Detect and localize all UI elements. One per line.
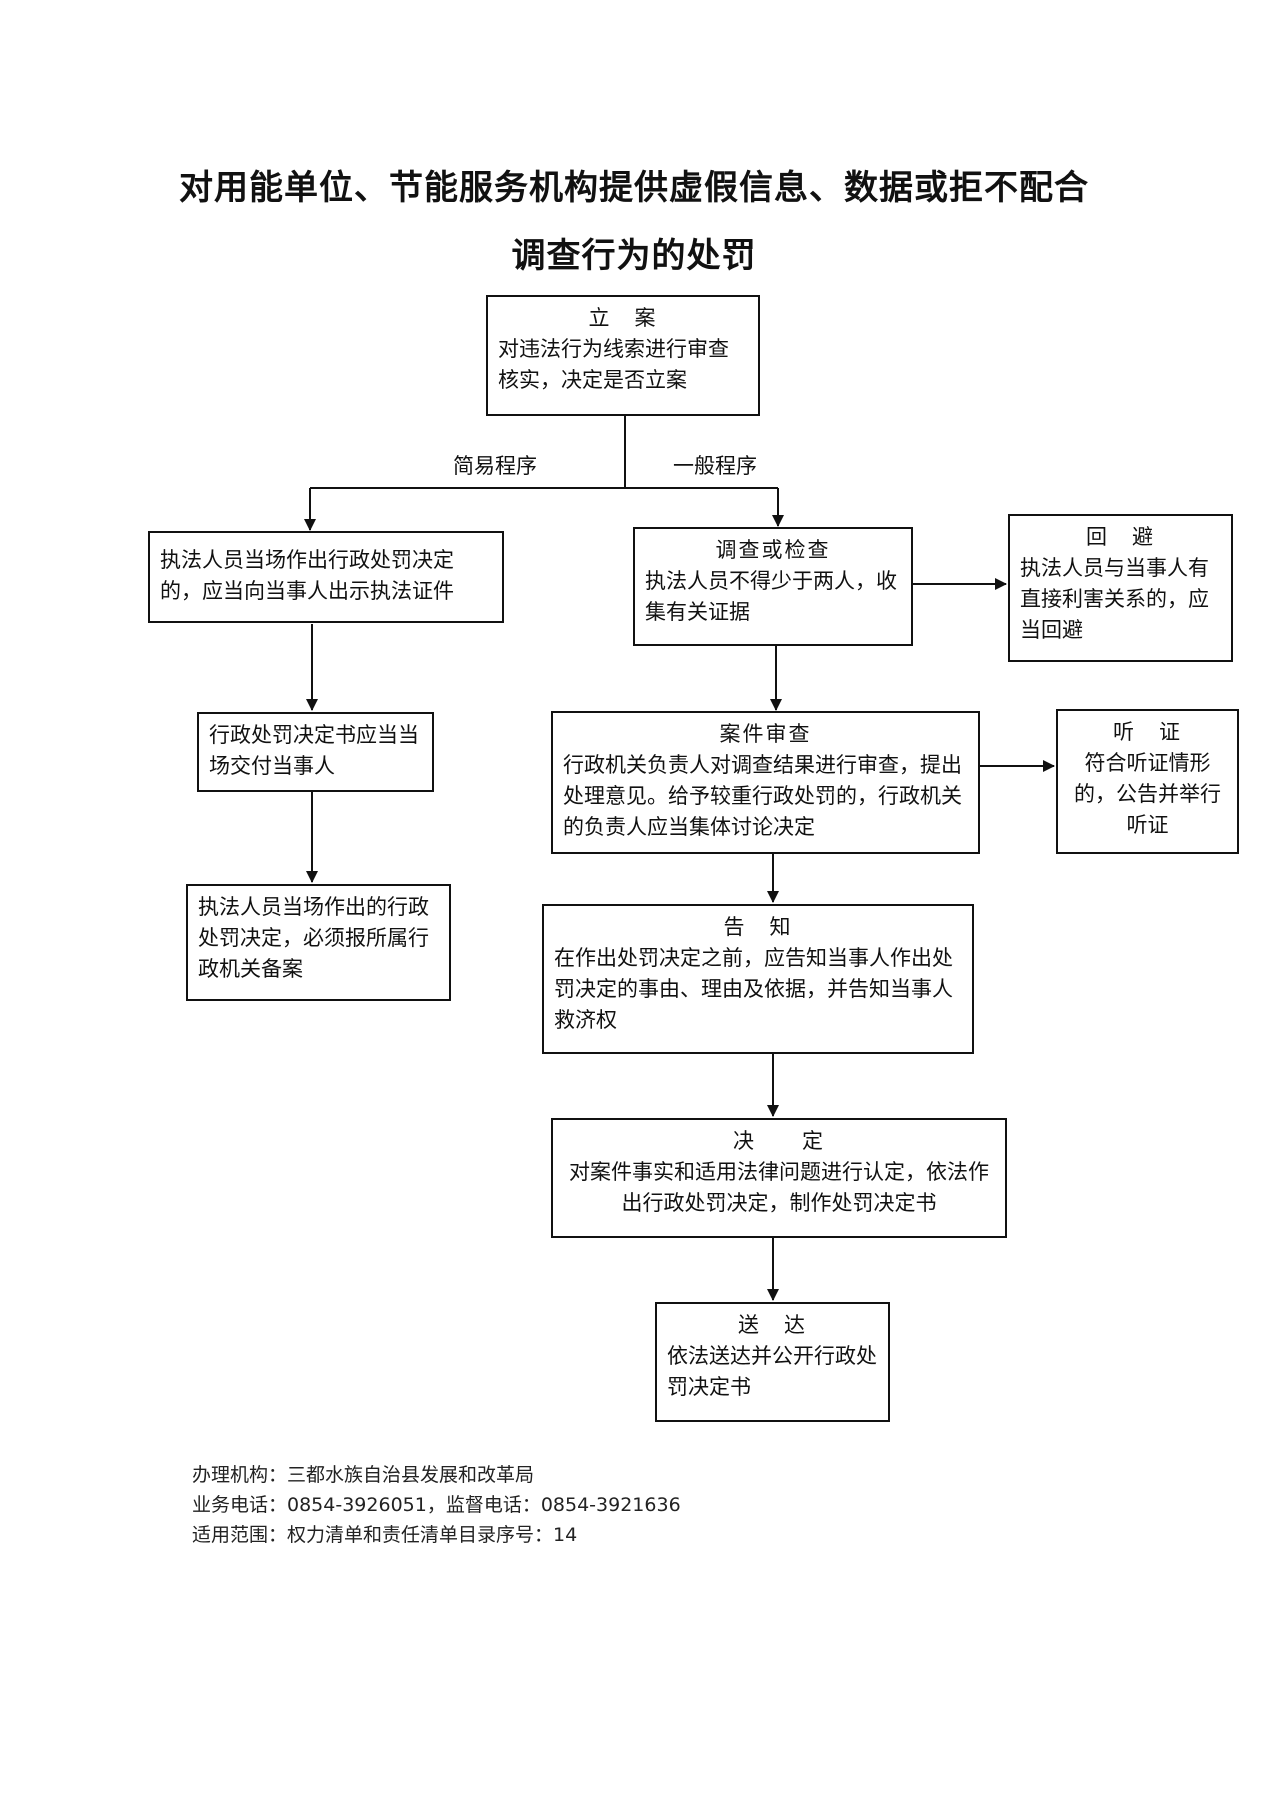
node-huibi-title: 回 避 [1086, 525, 1155, 549]
node-diaocha-title: 调查或检查 [715, 538, 831, 562]
node-gaozhi-body: 在作出处罚决定之前，应告知当事人作出处罚决定的事由、理由及依据，并告知当事人救济… [554, 946, 953, 1032]
node-tingzheng: 听 证 符合听证情形的，公告并举行听证 [1056, 709, 1239, 854]
node-lian-title: 立 案 [588, 306, 658, 330]
node-simple-step1: 执法人员当场作出行政处罚决定的，应当向当事人出示执法证件 [148, 531, 504, 623]
node-shencha-body: 行政机关负责人对调查结果进行审查，提出处理意见。给予较重行政处罚的，行政机关的负… [563, 753, 962, 839]
node-jueding-body: 对案件事实和适用法律问题进行认定，依法作出行政处罚决定，制作处罚决定书 [569, 1160, 989, 1215]
node-tingzheng-body: 符合听证情形的，公告并举行听证 [1074, 751, 1221, 837]
node-lian-body: 对违法行为线索进行审查核实，决定是否立案 [498, 337, 729, 392]
title-line-2: 调查行为的处罚 [511, 236, 757, 276]
footer: 办理机构：三都水族自治县发展和改革局 业务电话：0854-3926051，监督电… [192, 1460, 681, 1550]
footer-phone: 业务电话：0854-3926051，监督电话：0854-3921636 [192, 1494, 681, 1516]
node-gaozhi-title: 告 知 [723, 915, 793, 939]
node-songda: 送 达 依法送达并公开行政处罚决定书 [655, 1302, 890, 1422]
node-huibi-body: 执法人员与当事人有直接利害关系的，应当回避 [1020, 556, 1209, 642]
node-songda-title: 送 达 [738, 1313, 807, 1337]
node-shencha: 案件审查 行政机关负责人对调查结果进行审查，提出处理意见。给予较重行政处罚的，行… [551, 711, 980, 854]
node-jueding: 决 定 对案件事实和适用法律问题进行认定，依法作出行政处罚决定，制作处罚决定书 [551, 1118, 1007, 1238]
node-simple-step1-body: 执法人员当场作出行政处罚决定的，应当向当事人出示执法证件 [160, 548, 454, 603]
node-huibi: 回 避 执法人员与当事人有直接利害关系的，应当回避 [1008, 514, 1233, 662]
node-tingzheng-title: 听 证 [1113, 720, 1182, 744]
node-simple-step3-body: 执法人员当场作出的行政处罚决定，必须报所属行政机关备案 [198, 895, 429, 981]
branch-label-general: 一般程序 [673, 454, 757, 478]
node-songda-body: 依法送达并公开行政处罚决定书 [667, 1344, 877, 1399]
node-gaozhi: 告 知 在作出处罚决定之前，应告知当事人作出处罚决定的事由、理由及依据，并告知当… [542, 904, 974, 1054]
node-lian: 立 案 对违法行为线索进行审查核实，决定是否立案 [486, 295, 760, 416]
node-shencha-title: 案件审查 [719, 722, 812, 746]
branch-label-simple: 简易程序 [453, 454, 537, 478]
node-simple-step3: 执法人员当场作出的行政处罚决定，必须报所属行政机关备案 [186, 884, 451, 1001]
node-diaocha: 调查或检查 执法人员不得少于两人，收集有关证据 [633, 527, 913, 646]
footer-scope: 适用范围：权力清单和责任清单目录序号：14 [192, 1524, 578, 1546]
node-simple-step2: 行政处罚决定书应当当场交付当事人 [197, 712, 434, 792]
title-line-1: 对用能单位、节能服务机构提供虚假信息、数据或拒不配合 [179, 168, 1089, 208]
node-simple-step2-body: 行政处罚决定书应当当场交付当事人 [209, 723, 419, 778]
node-diaocha-body: 执法人员不得少于两人，收集有关证据 [645, 569, 897, 624]
footer-agency: 办理机构：三都水族自治县发展和改革局 [192, 1464, 535, 1486]
node-jueding-title: 决 定 [733, 1129, 825, 1153]
